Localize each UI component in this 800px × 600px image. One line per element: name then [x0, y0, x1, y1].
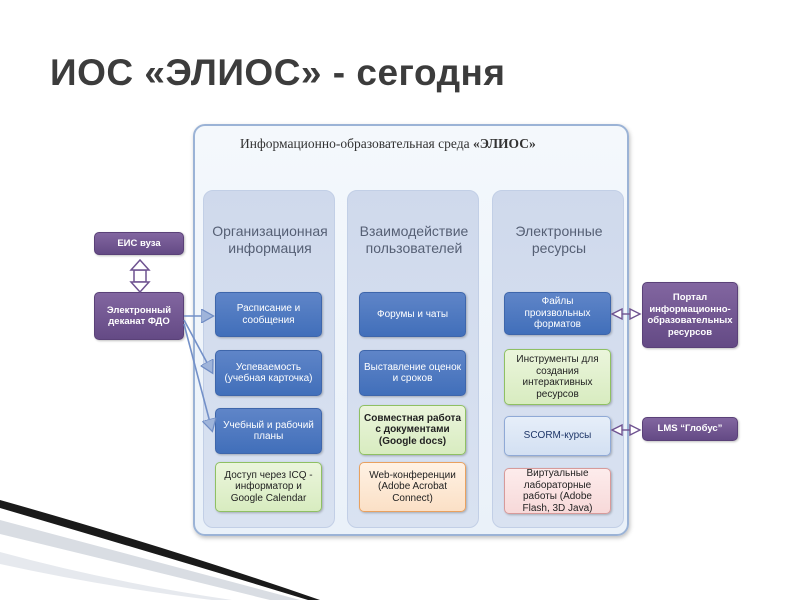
column-header-interaction: Взаимодействие пользователей — [359, 223, 469, 256]
eis-dean-link-arrow — [129, 258, 151, 294]
box-eis[interactable]: ЕИС вуза — [94, 232, 184, 255]
environment-title: Информационно-образовательная среда «ЭЛИ… — [240, 136, 536, 152]
box-interactive-tools[interactable]: Инструменты для создания интерактивных р… — [504, 349, 611, 405]
box-files[interactable]: Файлы произвольных форматов — [504, 292, 611, 335]
arrow-dean-to-progress — [183, 319, 212, 372]
column-header-org: Организационная информация — [212, 223, 328, 256]
box-icq-calendar[interactable]: Доступ через ICQ - информатор и Google C… — [215, 462, 322, 512]
box-lms-globus[interactable]: LMS “Глобус” — [642, 417, 738, 441]
box-virtual-labs[interactable]: Виртуальные лабораторные работы (Adobe F… — [504, 468, 611, 514]
box-scorm[interactable]: SCORM-курсы — [504, 416, 611, 456]
box-progress[interactable]: Успеваемость (учебная карточка) — [215, 350, 322, 396]
box-google-docs[interactable]: Совместная работа с документами (Google … — [359, 405, 466, 455]
arrow-dean-to-plans — [183, 323, 212, 430]
box-study-plans[interactable]: Учебный и рабочий планы — [215, 408, 322, 454]
environment-brand: «ЭЛИОС» — [472, 136, 536, 151]
box-schedule[interactable]: Расписание и сообщения — [215, 292, 322, 337]
box-e-dean[interactable]: Электронный деканат ФДО — [94, 292, 184, 340]
slide-title: ИОС «ЭЛИОС» - сегодня — [50, 52, 506, 93]
box-web-conferences[interactable]: Web-конференции (Adobe Acrobat Connect) — [359, 462, 466, 512]
box-forums[interactable]: Форумы и чаты — [359, 292, 466, 337]
box-grades[interactable]: Выставление оценок и сроков — [359, 350, 466, 396]
decorative-stripes — [0, 500, 320, 600]
arrow-scorm-lms — [610, 423, 642, 437]
environment-title-text: Информационно-образовательная среда — [240, 136, 470, 151]
box-portal[interactable]: Портал информационно-образовательных рес… — [642, 282, 738, 348]
column-header-resources: Электронные ресурсы — [515, 223, 603, 256]
arrow-files-portal — [610, 307, 642, 321]
